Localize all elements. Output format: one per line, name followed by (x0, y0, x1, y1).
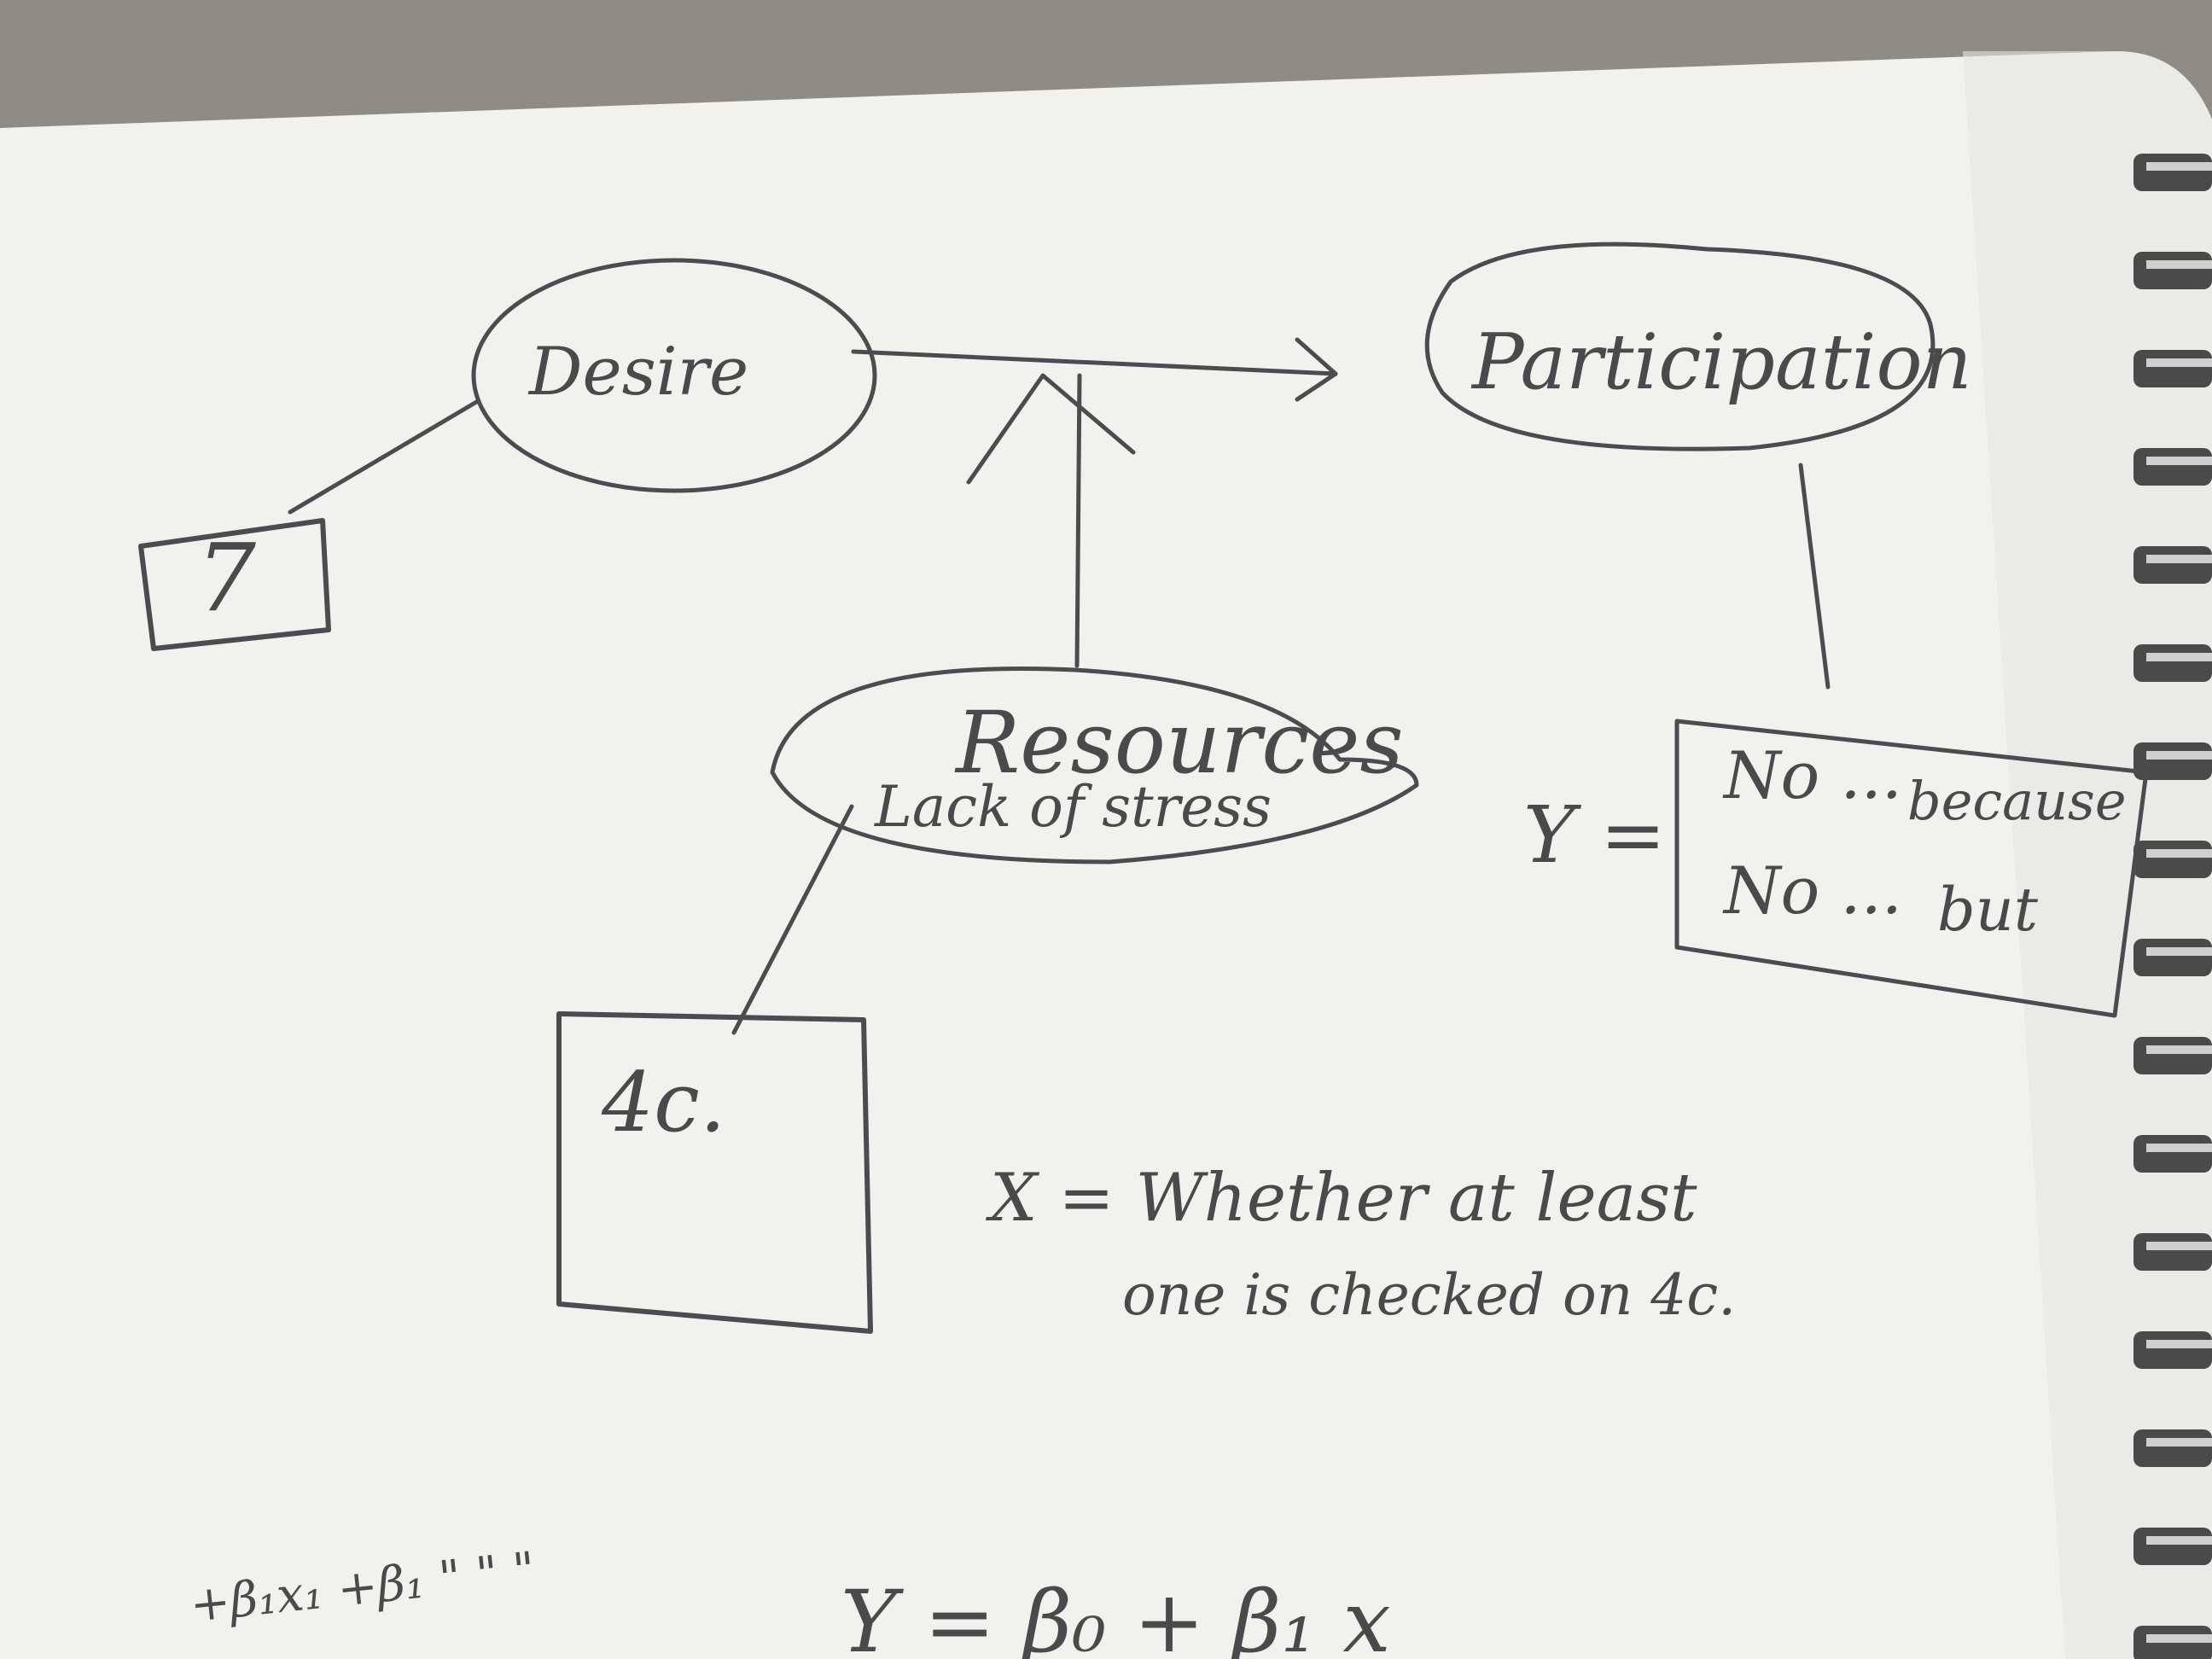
spiral-coil-highlight (2146, 358, 2212, 367)
desire-node: Desire (471, 258, 877, 493)
spiral-coil-highlight (2146, 1045, 2212, 1054)
spiral-coil (2133, 1331, 2212, 1369)
x-definition-line1: X = Whether at least (985, 1160, 1697, 1237)
box-4c-node: 4c. (556, 1011, 873, 1334)
spiral-coil (2133, 939, 2212, 976)
spiral-coil-highlight (2146, 1242, 2212, 1250)
arrow-desire-participation (851, 337, 1338, 402)
resources-sublabel: Lack of stress (874, 774, 1272, 840)
x-definition: X = Whether at least one is checked on 4… (985, 1160, 1736, 1328)
spiral-coil-highlight (2146, 260, 2212, 269)
spiral-coil-highlight (2146, 162, 2212, 171)
resources-node: Resources Lack of stress (770, 667, 1419, 864)
participation-label: Participation (1470, 317, 1972, 407)
spiral-coil (2133, 1037, 2212, 1074)
spiral-coil (2133, 154, 2212, 191)
spiral-coil (2133, 350, 2212, 387)
spiral-coil-highlight (2146, 947, 2212, 956)
spiral-coil (2133, 644, 2212, 682)
spiral-coil (2133, 841, 2212, 878)
spiral-coil-highlight (2146, 653, 2212, 661)
regression-equation: Y = β₀ + β₁ x (841, 1572, 1391, 1659)
spiral-coil-highlight (2146, 1634, 2212, 1643)
spiral-coil (2133, 1528, 2212, 1565)
spiral-coil-highlight (2146, 1340, 2212, 1348)
spiral-coil (2133, 1429, 2212, 1467)
spiral-coil (2133, 448, 2212, 486)
x-definition-line2: one is checked on 4c. (1122, 1262, 1736, 1328)
arrow-resources-moderation (966, 373, 1136, 668)
outcome-line1-left: No ... (1722, 737, 1902, 813)
connector-participation-outcome (1798, 463, 1831, 690)
spiral-coil (2133, 1233, 2212, 1271)
connector-7-desire (288, 399, 480, 515)
spiral-coil (2133, 252, 2212, 289)
desire-label: Desire (527, 334, 748, 410)
outcome-group: Y = No ... because No ... but (1523, 719, 2149, 1018)
box-7-label: 7 (196, 523, 256, 632)
spiral-binding (2133, 154, 2212, 1659)
outcome-line1-right: because (1907, 770, 2127, 832)
spiral-coil-highlight (2146, 751, 2212, 760)
spiral-coil (2133, 546, 2212, 584)
outcome-box (1674, 719, 2149, 1018)
connector-resources-4c (731, 804, 854, 1035)
outcome-y-label: Y = (1523, 789, 1666, 881)
spiral-coil-highlight (2146, 1536, 2212, 1545)
box-7-node: 7 (138, 518, 331, 651)
participation-node: Participation (1424, 242, 1972, 451)
box-4c-label: 4c. (601, 1055, 725, 1150)
spiral-coil-highlight (2146, 555, 2212, 563)
outcome-line2-right: but (1937, 875, 2039, 945)
spiral-coil-highlight (2146, 1144, 2212, 1152)
spiral-coil-highlight (2146, 1438, 2212, 1447)
resources-label: Resources (954, 693, 1404, 793)
spiral-coil-highlight (2146, 849, 2212, 858)
spiral-coil (2133, 1135, 2212, 1173)
outcome-line2-left: No ... (1722, 853, 1902, 928)
paper-page (0, 51, 2212, 1659)
spiral-coil-highlight (2146, 457, 2212, 465)
